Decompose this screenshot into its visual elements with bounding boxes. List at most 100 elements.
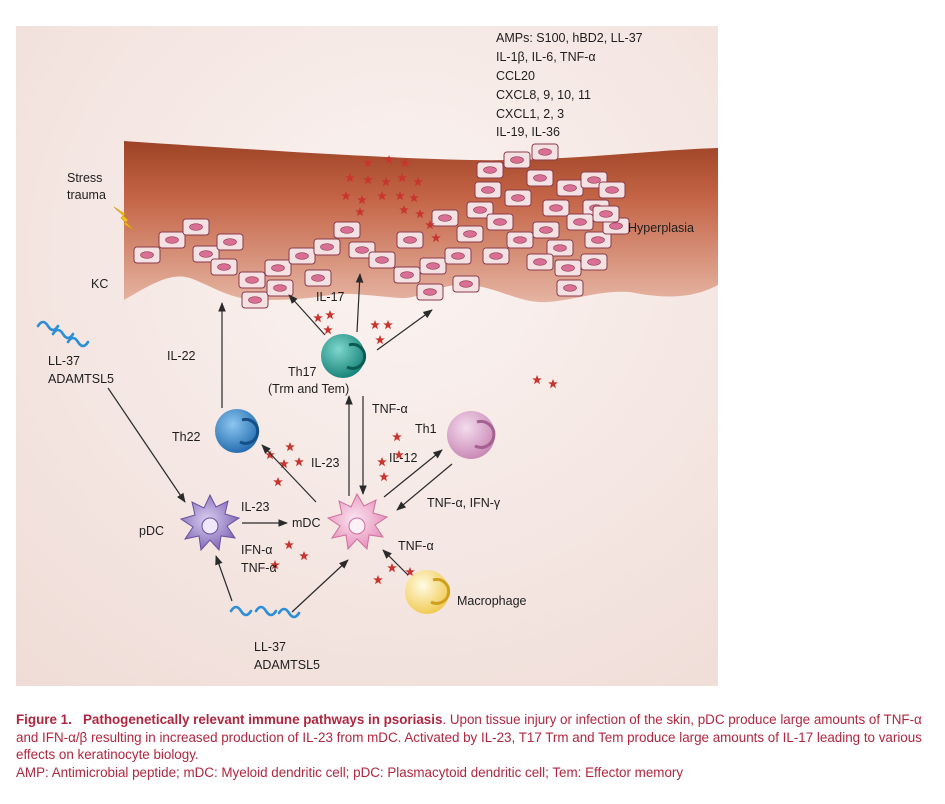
keratinocyte-cell	[241, 291, 269, 309]
keratinocyte-cell	[531, 143, 559, 161]
keratinocyte-cell	[368, 251, 396, 269]
keratinocyte-cell	[431, 209, 459, 227]
tnf-th17-label: TNF-α	[372, 402, 408, 416]
stress-label: Stress	[67, 171, 102, 185]
keratinocyte-cell	[486, 213, 514, 231]
arrow-ll37-bottom-to-mdc	[291, 559, 349, 613]
keratinocyte-cell	[238, 271, 266, 289]
ll37-label-top: LL-37	[48, 354, 80, 368]
arrow-macrophage-to-mdc	[382, 549, 409, 576]
pathway-arrows	[107, 273, 453, 613]
caption-abbreviations: AMP: Antimicrobial peptide; mDC: Myeloid…	[16, 764, 684, 780]
mediator-line: IL-1β, IL-6, TNF-α	[496, 50, 596, 64]
caption-title: Pathogenetically relevant immune pathway…	[82, 712, 443, 727]
keratinocyte-cell	[542, 199, 570, 217]
keratinocyte-cell	[264, 259, 292, 277]
arrow-th1-to-mdc	[396, 463, 453, 511]
ll37-wave-top	[36, 320, 90, 348]
keratinocyte-cell	[532, 221, 560, 239]
keratinocyte-cell	[580, 253, 608, 271]
caption-body: Figure 1. Pathogenetically relevant immu…	[16, 711, 936, 764]
arrow-ll37-bottom-to-pdc	[215, 555, 233, 602]
arrow-th17-to-kc-left	[288, 294, 326, 336]
keratinocyte-cell	[210, 258, 238, 276]
keratinocyte-cell	[598, 181, 626, 199]
lightning-icon	[113, 206, 135, 231]
tnf-macrophage-label: TNF-α	[398, 539, 434, 553]
keratinocyte-cell	[474, 181, 502, 199]
keratinocyte-cell	[216, 233, 244, 251]
keratinocyte-cell	[158, 231, 186, 249]
th17-subtitle: (Trm and Tem)	[268, 382, 349, 396]
tnf-pdc-label: TNF-α	[241, 561, 277, 575]
keratinocyte-cell	[504, 189, 532, 207]
th17-cell	[321, 334, 367, 378]
keratinocyte-cell	[526, 253, 554, 271]
caption-label: Figure 1.	[16, 712, 72, 727]
keratinocyte-cell	[444, 247, 472, 265]
arrow-mdc-to-th1	[383, 449, 443, 498]
th1-label: Th1	[415, 422, 437, 436]
il12-label: IL-12	[389, 451, 418, 465]
mediator-line: CXCL1, 2, 3	[496, 107, 564, 121]
th22-label: Th22	[172, 430, 201, 444]
mediator-line: IL-19, IL-36	[496, 125, 560, 139]
keratinocyte-cell	[304, 269, 332, 287]
figure-caption: Figure 1. Pathogenetically relevant immu…	[16, 711, 936, 781]
keratinocyte-cell	[526, 169, 554, 187]
ll37-label-bottom: LL-37	[254, 640, 286, 654]
caption-text: . Upon tissue injury or infection of the…	[16, 712, 922, 763]
keratinocyte-cell	[506, 231, 534, 249]
keratinocyte-cell	[182, 218, 210, 236]
keratinocyte-cell	[456, 225, 484, 243]
mediator-line: CCL20	[496, 69, 535, 83]
mediator-line: CXCL8, 9, 10, 11	[496, 88, 591, 102]
th17-label: Th17	[288, 365, 317, 379]
keratinocyte-cell	[313, 238, 341, 256]
il23-label-mdc: IL-23	[311, 456, 340, 470]
keratinocyte-cell	[556, 279, 584, 297]
mdc-cell	[326, 492, 389, 551]
keratinocyte-cell	[482, 247, 510, 265]
tnf-ifn-label: TNF-α, IFN-γ	[427, 496, 501, 510]
stress-label: trauma	[67, 188, 106, 202]
pdc-cell	[179, 493, 241, 552]
il22-label: IL-22	[167, 349, 196, 363]
keratinocyte-cell	[396, 231, 424, 249]
il17-label: IL-17	[316, 290, 345, 304]
il23-label-pdc: IL-23	[241, 500, 270, 514]
ll37-wave-bottom	[229, 605, 301, 619]
arrow-th17-to-kc-mid	[355, 273, 364, 333]
keratinocyte-cell	[266, 279, 294, 297]
keratinocyte-cell	[133, 246, 161, 264]
keratinocyte-cell	[288, 247, 316, 265]
mdc-label: mDC	[292, 516, 320, 530]
keratinocyte-cell	[566, 213, 594, 231]
kc-label: KC	[91, 277, 108, 291]
arrow-mdc-to-th22	[261, 444, 317, 503]
keratinocyte-cell	[393, 266, 421, 284]
keratinocyte-cell	[416, 283, 444, 301]
pdc-label: pDC	[139, 524, 164, 538]
keratinocyte-cell	[503, 151, 531, 169]
macrophage-label: Macrophage	[457, 594, 527, 608]
keratinocyte-cell	[556, 179, 584, 197]
th22-cell	[215, 409, 260, 453]
diagram-panel	[16, 26, 718, 686]
th1-cell	[447, 411, 496, 459]
keratinocyte-cell	[419, 257, 447, 275]
keratinocyte-cell	[452, 275, 480, 293]
keratinocyte-cell	[476, 161, 504, 179]
arrow-th17-to-kc-right	[376, 309, 433, 351]
keratinocyte-cell	[333, 221, 361, 239]
keratinocyte-cell	[592, 205, 620, 223]
arrow-ll37-to-pdc	[107, 387, 186, 503]
keratinocyte-cell	[554, 259, 582, 277]
mediator-line: AMPs: S100, hBD2, LL-37	[496, 31, 643, 45]
macrophage-cell	[405, 570, 451, 614]
adamtsl5-label-top: ADAMTSL5	[48, 372, 114, 386]
adamtsl5-label-bottom: ADAMTSL5	[254, 658, 320, 672]
psoriasis-pathway-diagram: AMPs: S100, hBD2, LL-37 IL-1β, IL-6, TNF…	[16, 26, 718, 686]
hyperplasia-label: Hyperplasia	[628, 221, 694, 235]
ifn-label: IFN-α	[241, 543, 273, 557]
